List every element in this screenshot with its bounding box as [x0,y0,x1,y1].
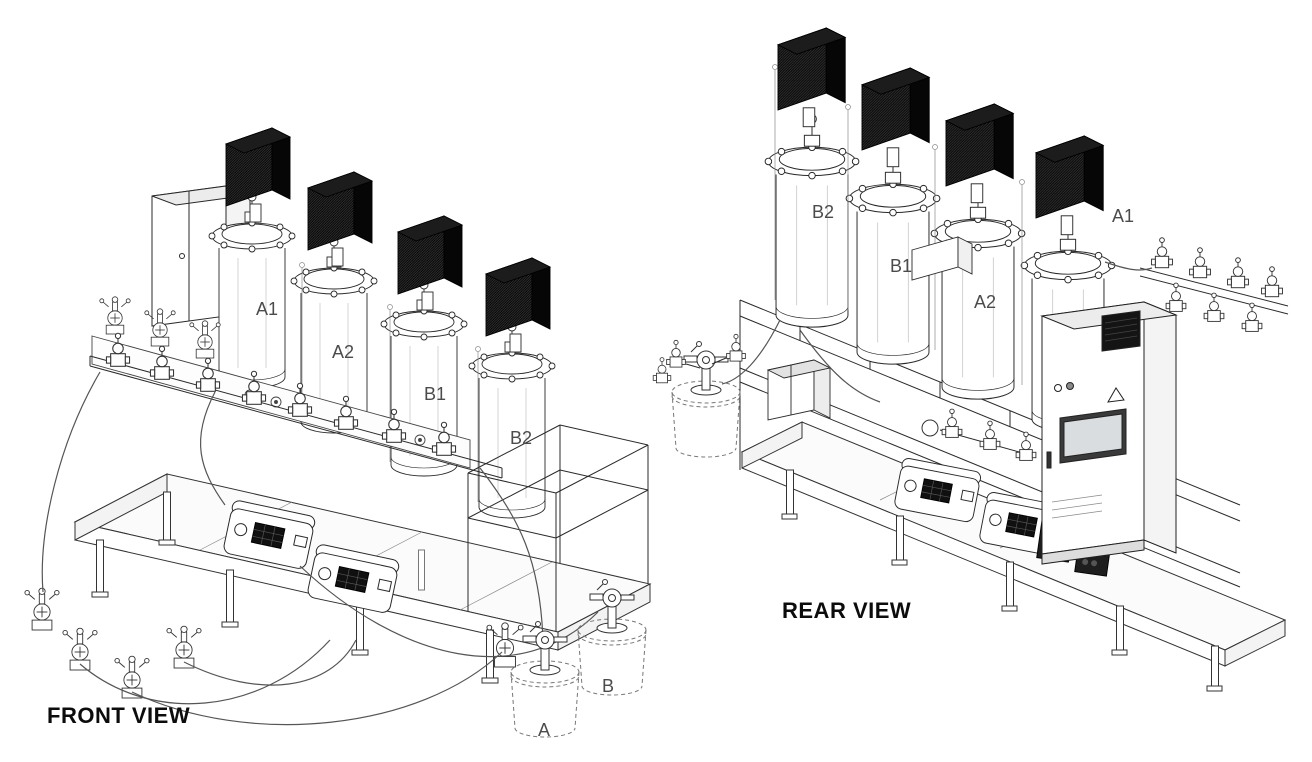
tank-label-a1-front: A1 [256,299,278,319]
bucket-label-b: B [602,676,614,696]
base-frame-rear [740,421,1287,692]
rear-bucket-pump [683,341,729,396]
panel-pump-1 [99,296,131,335]
vent-unit-a2-front [307,171,373,267]
caption-front-view: FRONT VIEW [47,703,190,728]
sensor-rods-rear [772,64,1025,385]
bucket-label-a: A [538,720,550,740]
feed-pump-4-front [166,625,202,669]
valve-manifold-front [89,332,503,479]
cabinet-vent-grille [1101,310,1141,352]
outlet-valves-rear [1139,237,1289,332]
mix-manifold-rear [921,408,1037,461]
hoses-rear [721,261,1153,403]
motor-unit-rear [766,359,832,421]
tank-label-b1-rear: B1 [890,256,912,276]
indicator-lamp-1 [1054,384,1062,392]
vent-unit-a1-rear [1035,135,1104,236]
junction-box-rear [911,236,973,281]
warning-triangle-icon [1107,387,1125,403]
feed-pump-1-front [24,587,60,631]
tank-label-a1-rear: A1 [1112,206,1134,226]
control-cabinet [1040,301,1178,565]
cabinet-door-handle [1046,451,1052,469]
tank-label-a2-rear: A2 [974,292,996,312]
tank-label-b2-rear: B2 [812,202,834,222]
caption-rear-view: REAR VIEW [782,598,911,623]
tank-label-a2-front: A2 [332,342,354,362]
vent-unit-a2-rear [945,103,1014,204]
tank-label-b2-front: B2 [510,428,532,448]
feed-pump-3-front [114,655,150,699]
vent-unit-b1-rear [861,67,930,168]
rear-bucket [652,333,746,458]
tank-stand-frame-front [467,424,649,631]
vent-unit-b1-front [397,215,463,311]
feed-pump-2-front [62,627,98,671]
vent-unit-b2-front [485,257,551,353]
panel-pump-3 [189,320,221,359]
front-view: A1 A2 B1 B2 A B FRONT VIEW [24,127,652,740]
rear-view: B2 B1 A2 A1 REAR VIEW [652,27,1289,692]
vent-unit-b2-rear [777,27,846,128]
indicator-lamp-2 [1066,382,1074,390]
tank-label-b1-front: B1 [424,384,446,404]
